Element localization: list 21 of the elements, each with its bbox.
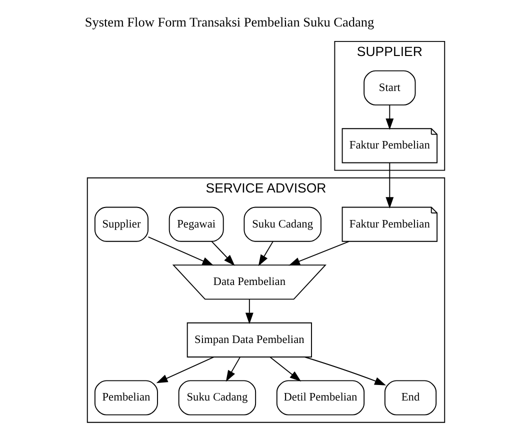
- arrow: [385, 162, 394, 209]
- arrow: [258, 240, 273, 266]
- arrow: [269, 356, 301, 382]
- arrow: [147, 236, 214, 266]
- node-box: Detil Pembelian: [276, 380, 364, 416]
- diagram-title: System Flow Form Transaksi Pembelian Suku Cadang: [84, 14, 374, 30]
- node-box: End: [384, 380, 436, 416]
- node-box: Suku Cadang: [243, 206, 321, 242]
- node-box: Pegawai: [168, 206, 224, 242]
- arrow: [210, 240, 234, 266]
- node-box: Supplier: [94, 206, 148, 242]
- node-box: Pembelian: [94, 380, 158, 416]
- node-box: Start: [363, 70, 416, 106]
- node-box: Suku Cadang: [178, 380, 256, 416]
- arrow: [288, 240, 350, 266]
- arrow: [244, 298, 253, 324]
- arrow: [304, 356, 386, 386]
- arrow: [385, 104, 394, 130]
- arrow: [225, 356, 240, 382]
- arrow: [156, 356, 214, 384]
- node-box: Simpan Data Pembelian: [186, 322, 312, 358]
